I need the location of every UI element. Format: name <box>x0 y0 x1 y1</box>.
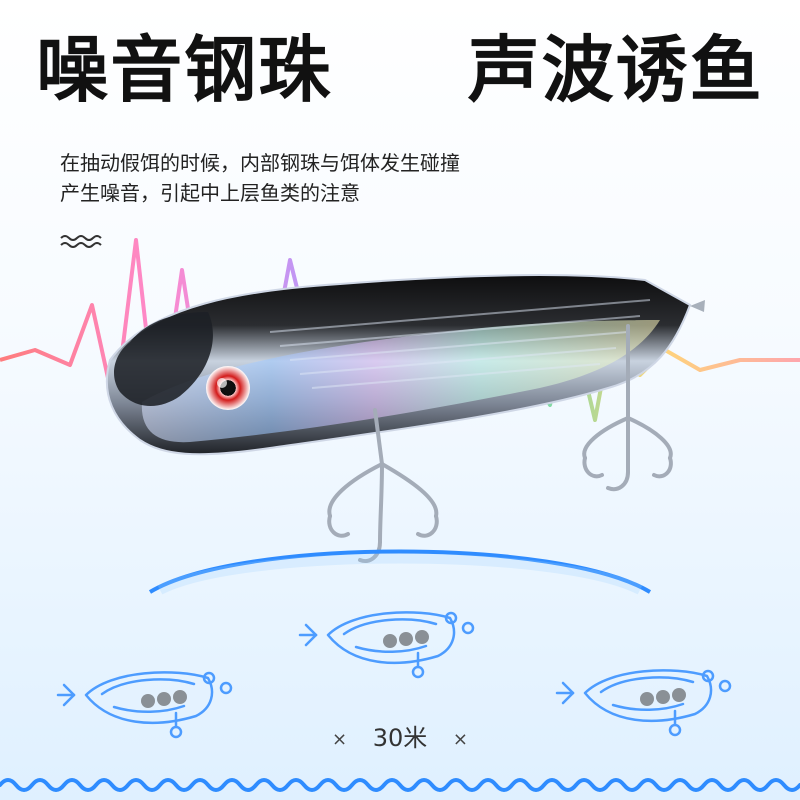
mini-lure-left <box>56 671 233 739</box>
distance-label: ⨯ 30米 ⨯ <box>0 718 800 753</box>
headline-left: 噪音钢珠 <box>36 28 333 112</box>
lure-head <box>114 312 213 407</box>
sound-arc <box>148 549 652 595</box>
x-mark-icon: ⨯ <box>331 728 348 750</box>
headline-right: 声波诱鱼 <box>467 28 764 112</box>
eye-highlight <box>217 378 227 388</box>
scale-texture <box>269 299 651 389</box>
line-tie <box>690 300 705 312</box>
fishing-lure <box>105 274 705 563</box>
lure-eye <box>206 366 250 410</box>
rear-hook <box>582 324 673 492</box>
bottom-wave-icon <box>0 778 800 792</box>
x-mark-icon: ⨯ <box>452 728 468 750</box>
mini-lure-top <box>298 611 475 679</box>
front-hook <box>327 408 439 563</box>
distance-text: 30米 <box>372 724 428 752</box>
mini-lure-right <box>555 669 732 737</box>
wave-icon <box>60 235 102 248</box>
description: 在抽动假饵的时候，内部钢珠与饵体发生碰撞 产生噪音，引起中上层鱼类的注意 <box>60 148 740 208</box>
headline: 噪音钢珠 声波诱鱼 <box>0 34 800 106</box>
headline-gap <box>359 28 440 112</box>
description-line-1: 在抽动假饵的时候，内部钢珠与饵体发生碰撞 <box>60 151 460 175</box>
description-line-2: 产生噪音，引起中上层鱼类的注意 <box>60 181 360 205</box>
